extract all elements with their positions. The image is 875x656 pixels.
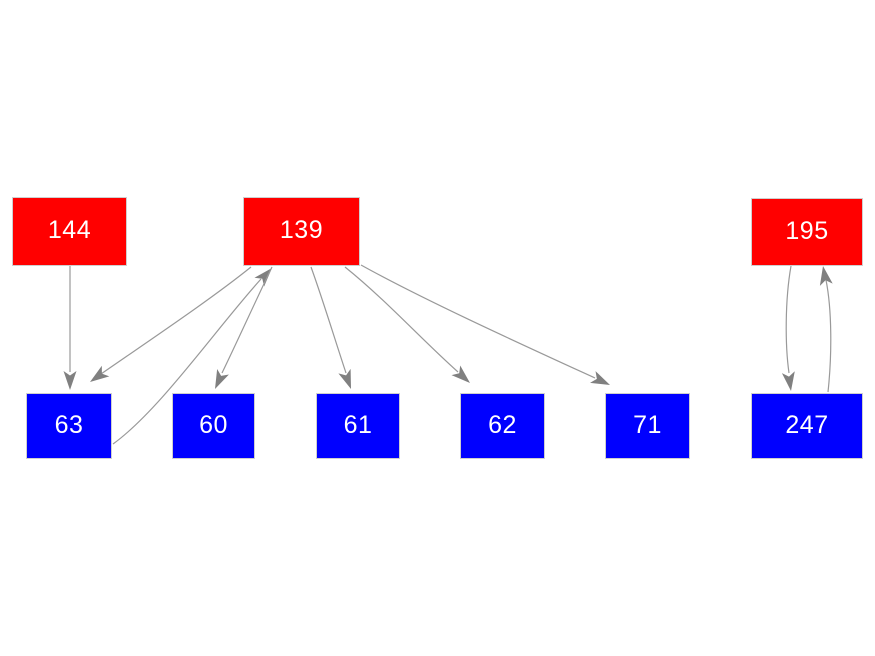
node-label-144: 144 <box>47 216 92 244</box>
edge-139-to-63-arrowhead <box>90 365 110 382</box>
edge-139-to-62 <box>344 266 459 373</box>
edge-247-to-195 <box>825 279 832 393</box>
node-label-61: 61 <box>343 410 373 439</box>
node-label-71: 71 <box>633 410 662 439</box>
edge-139-to-63 <box>100 266 252 375</box>
node-195[interactable]: 195 <box>751 198 863 266</box>
node-label-195: 195 <box>785 216 829 245</box>
node-63[interactable]: 63 <box>26 393 112 459</box>
node-60[interactable]: 60 <box>172 393 255 459</box>
node-label-63: 63 <box>54 410 84 439</box>
node-label-247: 247 <box>785 410 829 439</box>
edge-139-to-61 <box>310 266 347 374</box>
node-71[interactable]: 71 <box>605 393 690 459</box>
edge-144-to-63-arrowhead <box>63 371 77 390</box>
edge-195-to-247 <box>785 265 792 374</box>
node-144[interactable]: 144 <box>12 197 127 266</box>
node-label-139: 139 <box>279 216 324 244</box>
node-247[interactable]: 247 <box>751 393 863 459</box>
edge-195-to-247-arrowhead <box>781 371 795 391</box>
edge-139-to-60 <box>221 266 273 374</box>
edge-63-to-139-arrowhead <box>254 268 272 287</box>
node-61[interactable]: 61 <box>316 393 400 459</box>
edge-139-to-71 <box>360 264 596 379</box>
node-label-60: 60 <box>199 410 228 439</box>
edge-139-to-71-arrowhead <box>590 371 610 385</box>
node-label-62: 62 <box>488 410 517 439</box>
edge-139-to-61-arrowhead <box>338 368 351 389</box>
edge-139-to-62-arrowhead <box>451 365 470 383</box>
node-139[interactable]: 139 <box>243 197 360 266</box>
node-62[interactable]: 62 <box>460 393 545 459</box>
edge-247-to-195-arrowhead <box>819 266 833 286</box>
edge-139-to-60-arrowhead <box>215 369 229 389</box>
